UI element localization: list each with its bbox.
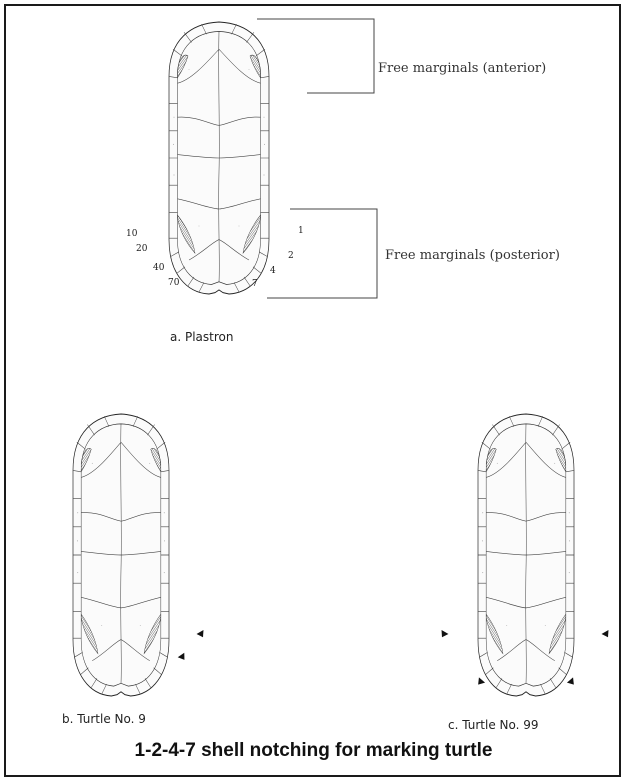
turtle-99-label: c. Turtle No. 99 (448, 718, 539, 732)
notch-number-20: 20 (136, 244, 148, 254)
anterior-bracket (257, 19, 374, 93)
notch-number-2: 2 (288, 251, 294, 261)
notch-number-4: 4 (270, 266, 276, 276)
turtle-9-label: b. Turtle No. 9 (62, 712, 146, 726)
notch-number-70: 70 (168, 278, 180, 288)
turtle-9-notches (178, 630, 207, 662)
turtle-9-shell (73, 414, 169, 696)
notch-number-1: 1 (298, 226, 304, 236)
notch-number-40: 40 (153, 263, 165, 273)
plastron-shell (169, 22, 269, 294)
turtle-99-shell (478, 414, 574, 696)
notch-number-7: 7 (252, 279, 258, 289)
figure-caption: 1-2-4-7 shell notching for marking turtl… (0, 740, 627, 762)
free-marginals-anterior-label: Free marginals (anterior) (378, 61, 546, 76)
free-marginals-posterior-label: Free marginals (posterior) (385, 248, 560, 263)
plastron-label: a. Plastron (170, 330, 233, 344)
notch-number-10: 10 (126, 229, 138, 239)
posterior-bracket (267, 209, 377, 298)
